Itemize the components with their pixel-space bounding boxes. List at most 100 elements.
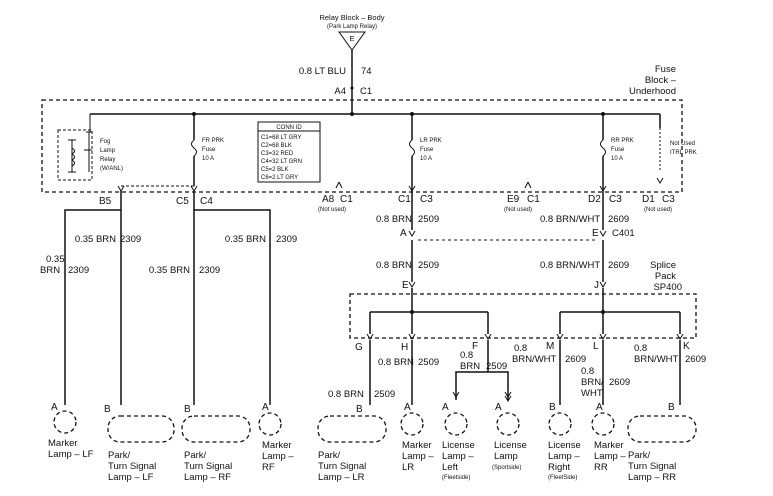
lr-fuse-label-2: Fuse	[420, 147, 434, 153]
l-wire-size: 0.8	[581, 366, 594, 377]
license-lamp-right	[548, 412, 572, 436]
m-circuit: 2609	[565, 354, 586, 365]
component-label: Park/	[108, 450, 131, 461]
component-label: Park/	[184, 450, 207, 461]
itrl-label-1: Not Used	[670, 141, 695, 147]
k-wire-color: BRN/WHT	[634, 354, 679, 365]
component-label: Turn Signal	[318, 461, 366, 472]
pin-c5: C5	[176, 196, 189, 207]
c5-harness	[193, 191, 271, 405]
lr-mid-circuit: 2509	[418, 260, 439, 271]
park-turn-lamp-lr	[317, 415, 387, 443]
component-label: LR	[402, 462, 414, 473]
component-label: Marker	[262, 440, 292, 451]
rr-top-circuit: 2609	[608, 214, 629, 225]
c401-pin-e: E	[592, 228, 599, 239]
rear-lamp-circuits: 0.8 BRN 2509 0.8 BRN/WHT 2609 A E C401 0…	[328, 191, 706, 405]
lf-park-wire: 0.35 BRN	[75, 234, 116, 245]
component-label: Lamp –	[442, 451, 474, 462]
fr-prk-fuse-symbol	[191, 139, 197, 157]
component-label: Park/	[628, 450, 651, 461]
pin-e9: E9	[507, 194, 520, 205]
component-pin: B	[104, 404, 111, 415]
feed-wire-label: 0.8 LT BLU	[299, 66, 346, 77]
f-circuit: 2509	[486, 361, 507, 372]
rr-splice-bus	[559, 311, 681, 334]
component-pin: A	[51, 402, 58, 413]
itrl-label-2: ITRL PRK	[670, 150, 697, 156]
relay-block-subtitle: (Park Lamp Relay)	[327, 24, 377, 30]
pin-a8-not-used: (Not used)	[318, 207, 346, 213]
k-circuit: 2609	[685, 354, 706, 365]
pin-c4: C4	[200, 196, 213, 207]
component-pin: A	[596, 402, 603, 413]
splice-pin-k: K	[683, 341, 690, 352]
conn-id-row: C5=2 BLK	[261, 167, 289, 173]
component-label: Turn Signal	[184, 461, 232, 472]
rr-mid-wire: 0.8 BRN/WHT	[540, 260, 600, 271]
component-label: Lamp – LF	[108, 472, 154, 483]
feed-pin-a4: A4	[334, 86, 346, 97]
marker-lamp-lr	[400, 412, 424, 436]
pin-c1: C1	[398, 194, 411, 205]
fuse-block-title-1: Fuse	[655, 64, 676, 75]
component-pin: A	[404, 402, 411, 413]
component-label: Marker	[594, 440, 624, 451]
l-wire-color-2: WHT	[581, 388, 603, 399]
g-circuit: 2509	[374, 389, 395, 400]
component-label: (Fleetside)	[442, 475, 470, 481]
lr-mid-wire: 0.8 BRN	[376, 260, 412, 271]
component-label: RF	[262, 462, 275, 473]
relay-block: Relay Block – Body (Park Lamp Relay) E 0…	[299, 13, 385, 100]
license-lamp-sportside	[496, 412, 520, 436]
splice-label-3: SP400	[653, 282, 682, 293]
l-circuit: 2609	[609, 377, 630, 388]
splice-label-1: Splice	[650, 260, 676, 271]
component-label: License	[442, 440, 475, 451]
rf-marker-circuit: 2309	[276, 234, 297, 245]
l-wire-color-1: BRN/	[581, 377, 604, 388]
lr-top-wire: 0.8 BRN	[376, 214, 412, 225]
pin-a8: A8	[322, 194, 335, 205]
pin-d2-c3: C3	[609, 194, 622, 205]
splice-pin-f: F	[472, 341, 478, 352]
pin-d1-c3: C3	[662, 194, 675, 205]
fog-relay-label-2: Lamp	[100, 148, 116, 154]
park-turn-lamp-rf	[181, 415, 251, 443]
marker-lamp-rr	[591, 412, 615, 436]
feed-circuit: 74	[361, 66, 372, 77]
pin-e9-c1: C1	[527, 194, 540, 205]
park-turn-lamp-rr	[627, 415, 697, 443]
splice-pin-l: L	[593, 341, 599, 352]
component-label: Turn Signal	[108, 461, 156, 472]
rr-top-wire: 0.8 BRN/WHT	[540, 214, 600, 225]
m-wire-color: BRN/WHT	[512, 354, 557, 365]
component-label: Marker	[48, 438, 78, 449]
k-wire-size: 0.8	[634, 343, 647, 354]
lr-fuse-label-3: 10 A	[420, 156, 432, 162]
component-label: Park/	[318, 450, 341, 461]
component-label: Lamp –	[548, 451, 580, 462]
component-label: Turn Signal	[628, 461, 676, 472]
component-pin: B	[668, 402, 675, 413]
rr-fuse-label-2: Fuse	[611, 147, 625, 153]
component-pin: A	[262, 402, 269, 413]
conn-id-row: C3=32 RED	[261, 151, 294, 157]
component-pin: B	[549, 402, 556, 413]
splice-pin-g: G	[355, 342, 363, 353]
rr-mid-circuit: 2609	[608, 260, 629, 271]
component-label: (FleetSide)	[548, 475, 577, 481]
relay-connector-symbol	[338, 31, 366, 51]
relay-block-title: Relay Block – Body	[319, 13, 384, 22]
fog-relay-outline	[57, 129, 93, 181]
component-label: RR	[594, 462, 608, 473]
rr-fuse-label-1: RR PRK	[611, 138, 634, 144]
h-circuit: 2509	[418, 357, 439, 368]
conn-id-table: CONN ID C1=68 LT GRY C2=68 BLK C3=32 RED…	[257, 121, 321, 183]
component-label: License	[494, 440, 527, 451]
lf-marker-circuit: 2309	[68, 265, 89, 276]
component-label: (Sportside)	[492, 465, 521, 471]
lf-marker-wire-color: BRN	[40, 265, 60, 276]
f-wire-size: 0.8	[460, 350, 473, 361]
park-turn-lamp-lf	[107, 415, 175, 443]
